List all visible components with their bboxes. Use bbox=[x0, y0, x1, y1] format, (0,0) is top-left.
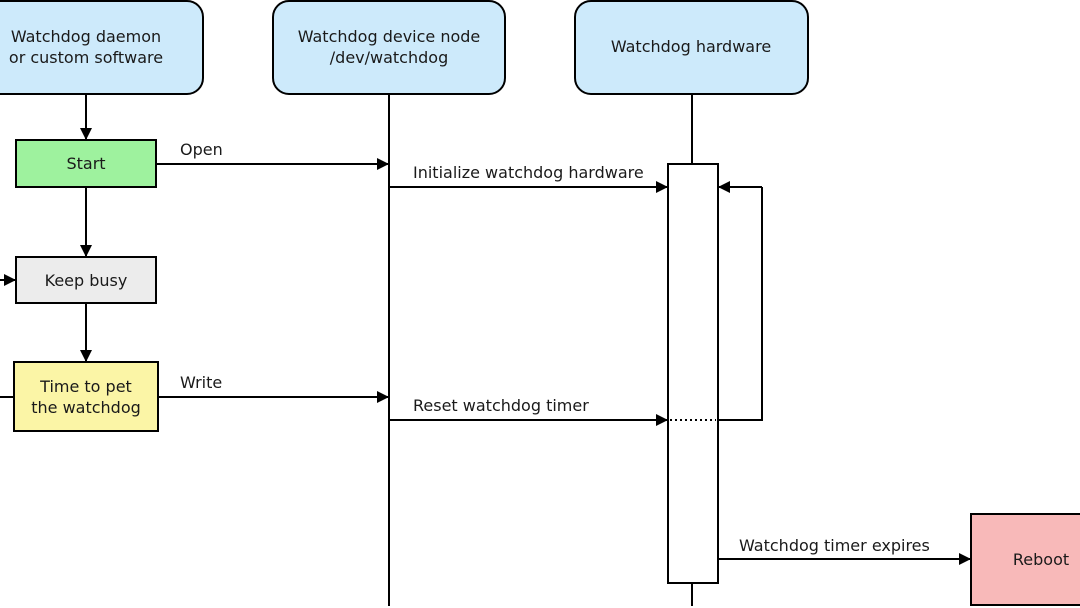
device-node-header-line1: Watchdog device node bbox=[298, 27, 481, 46]
time-to-pet-line1: Time to pet bbox=[39, 377, 132, 396]
daemon-header-line1: Watchdog daemon bbox=[11, 27, 161, 46]
daemon-header: Watchdog daemon or custom software bbox=[0, 0, 204, 95]
expires-label: Watchdog timer expires bbox=[739, 536, 930, 555]
start-label: Start bbox=[66, 154, 105, 173]
reset-label: Reset watchdog timer bbox=[413, 396, 589, 415]
reboot-box bbox=[970, 513, 1080, 606]
open-label: Open bbox=[180, 140, 223, 159]
hardware-header-box bbox=[574, 0, 809, 95]
device-node-header-box bbox=[272, 0, 506, 95]
reboot-label: Reboot bbox=[1013, 550, 1069, 569]
device-node-header-line2: /dev/watchdog bbox=[330, 48, 448, 67]
hardware-activation-bar bbox=[667, 163, 719, 584]
time-to-pet-box bbox=[13, 361, 159, 432]
start-box bbox=[15, 139, 157, 188]
daemon-header-box bbox=[0, 0, 204, 95]
keep-busy-box bbox=[15, 256, 157, 304]
keep-busy-label: Keep busy bbox=[45, 271, 128, 290]
daemon-header-line2: or custom software bbox=[9, 48, 163, 67]
device-node-header: Watchdog device node /dev/watchdog bbox=[272, 0, 506, 95]
time-to-pet-line2: the watchdog bbox=[31, 398, 141, 417]
hardware-header-line1: Watchdog hardware bbox=[611, 37, 771, 56]
hardware-header: Watchdog hardware bbox=[574, 0, 809, 95]
initialize-label: Initialize watchdog hardware bbox=[413, 163, 644, 182]
timer-loop-line bbox=[718, 187, 763, 421]
write-label: Write bbox=[180, 373, 222, 392]
